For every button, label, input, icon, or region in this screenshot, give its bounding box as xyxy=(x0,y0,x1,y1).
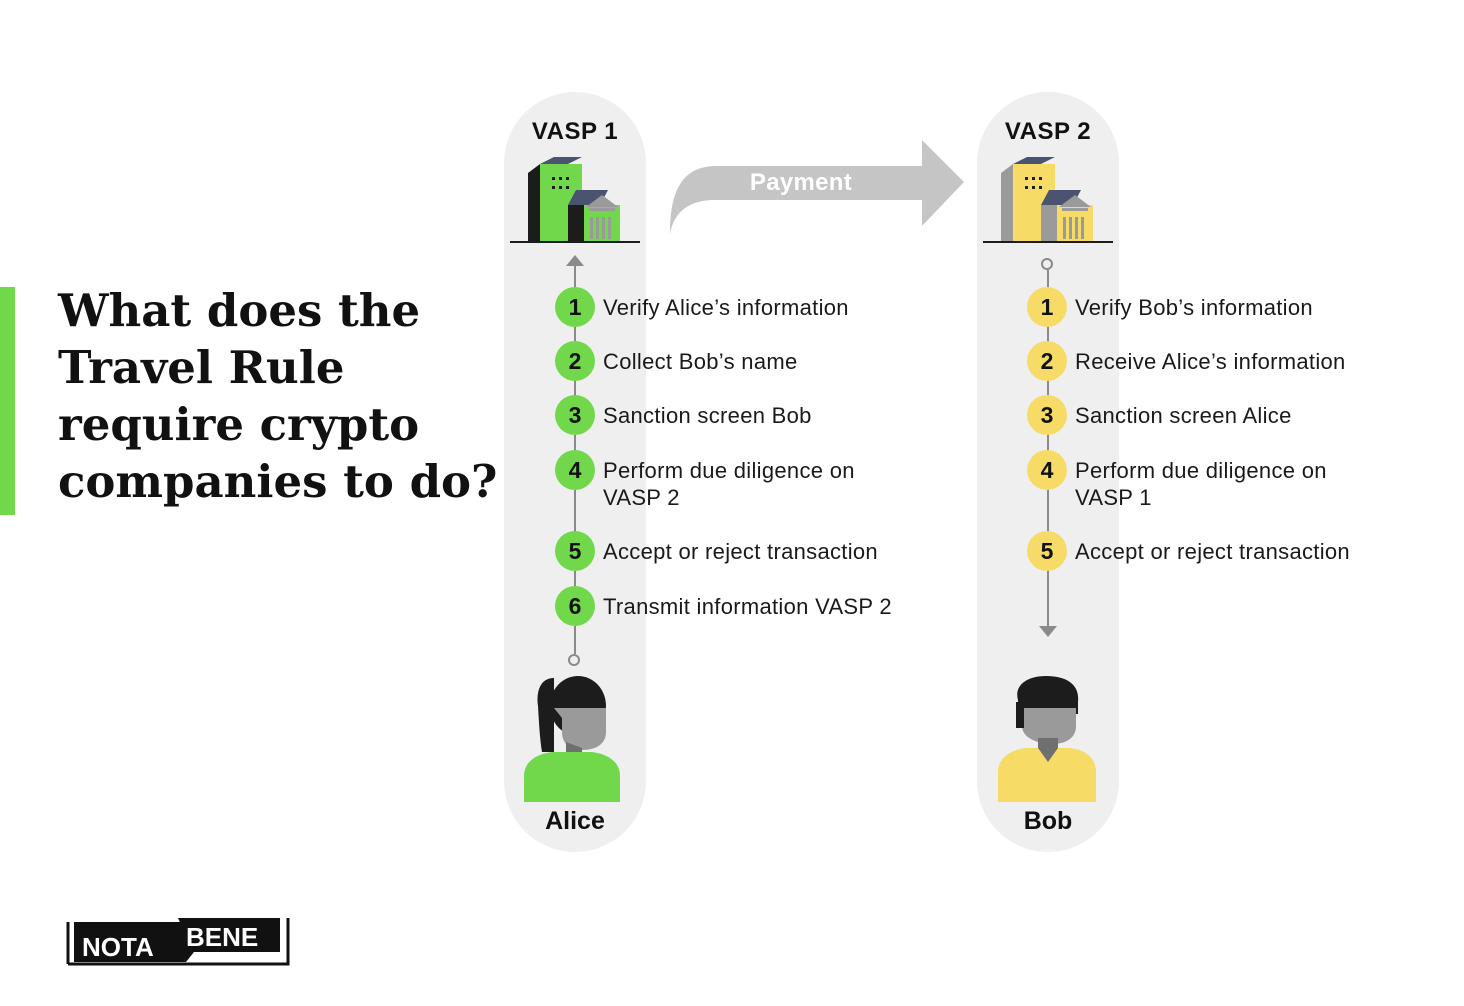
step-number: 5 xyxy=(1027,531,1067,571)
step-number: 3 xyxy=(1027,395,1067,435)
vasp2-connector-line xyxy=(1047,270,1049,626)
notabene-logo: NOTA BENE xyxy=(66,918,290,966)
step-text: Verify Alice’s information xyxy=(603,295,849,320)
vasp2-step: 5 Accept or reject transaction xyxy=(1027,531,1415,571)
payment-arrow-icon xyxy=(670,140,964,234)
bob-avatar-icon xyxy=(998,676,1096,802)
step-text: Verify Bob’s information xyxy=(1075,295,1313,320)
step-text: Receive Alice’s information xyxy=(1075,349,1346,374)
vasp1-step: 6 Transmit information VASP 2 xyxy=(555,586,943,626)
step-number: 5 xyxy=(555,531,595,571)
vasp1-connector-start xyxy=(568,654,580,666)
headline-line: require crypto xyxy=(58,398,420,451)
step-text: Perform due diligence on VASP 2 xyxy=(603,458,855,510)
step-text: Transmit information VASP 2 xyxy=(603,594,892,619)
step-number: 4 xyxy=(1027,450,1067,490)
vasp2-connector-start xyxy=(1041,258,1053,270)
vasp1-building-icon xyxy=(510,157,640,243)
vasp1-step: 1 Verify Alice’s information xyxy=(555,287,943,327)
step-text: Perform due diligence on VASP 1 xyxy=(1075,458,1327,510)
bob-label: Bob xyxy=(1023,807,1073,835)
payment-label: Payment xyxy=(749,169,853,196)
headline-line: Travel Rule xyxy=(58,341,345,394)
step-number: 3 xyxy=(555,395,595,435)
step-text: Collect Bob’s name xyxy=(603,349,798,374)
vasp2-step: 3 Sanction screen Alice xyxy=(1027,395,1415,435)
vasp1-step: 5 Accept or reject transaction xyxy=(555,531,943,571)
step-text: Sanction screen Alice xyxy=(1075,403,1292,428)
vasp1-step: 3 Sanction screen Bob xyxy=(555,395,943,435)
step-text: Accept or reject transaction xyxy=(1075,539,1350,564)
vasp2-step: 4 Perform due diligence on VASP 1 xyxy=(1027,450,1375,511)
vasp1-title: VASP 1 xyxy=(531,118,619,145)
vasp2-step: 2 Receive Alice’s information xyxy=(1027,341,1415,381)
step-number: 6 xyxy=(555,586,595,626)
headline: What does the Travel Rule require crypto… xyxy=(58,282,498,510)
alice-avatar-icon xyxy=(524,676,620,802)
headline-line: What does the xyxy=(58,284,421,337)
vasp2-building-icon xyxy=(983,157,1113,243)
svg-text:NOTA: NOTA xyxy=(82,932,154,962)
headline-line: companies to do? xyxy=(58,455,498,508)
step-text: Accept or reject transaction xyxy=(603,539,878,564)
vasp1-step: 2 Collect Bob’s name xyxy=(555,341,943,381)
step-number: 1 xyxy=(1027,287,1067,327)
step-number: 2 xyxy=(1027,341,1067,381)
accent-bar xyxy=(0,287,15,515)
step-number: 2 xyxy=(555,341,595,381)
vasp2-title: VASP 2 xyxy=(1004,118,1092,145)
arrow-up-icon xyxy=(566,255,584,266)
step-number: 1 xyxy=(555,287,595,327)
step-number: 4 xyxy=(555,450,595,490)
alice-label: Alice xyxy=(545,807,605,835)
svg-text:BENE: BENE xyxy=(186,922,258,952)
vasp1-step: 4 Perform due diligence on VASP 2 xyxy=(555,450,903,511)
vasp2-step: 1 Verify Bob’s information xyxy=(1027,287,1415,327)
step-text: Sanction screen Bob xyxy=(603,403,812,428)
arrow-down-icon xyxy=(1039,626,1057,637)
